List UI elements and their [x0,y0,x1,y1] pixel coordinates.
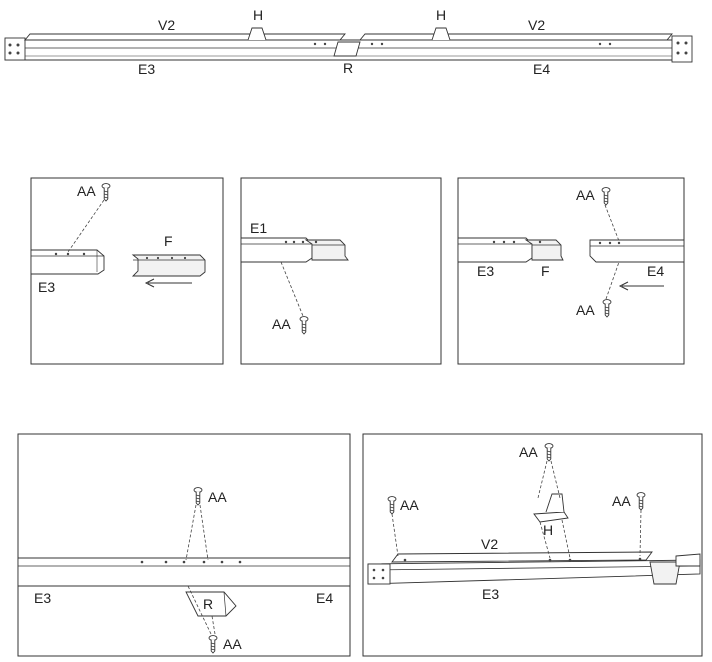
step3-label-f: F [541,263,550,279]
step3-label-aa-top: AA [576,187,595,203]
step5-label-aa-center: AA [519,444,538,460]
step5-label-v2: V2 [481,536,498,552]
step4-joiner-r [185,591,237,617]
step4-label-e4: E4 [316,590,333,606]
step5-bracket-h [533,511,569,523]
overview-rail-right [359,33,673,41]
overview-label-h-left: H [253,7,263,23]
step3-label-e3: E3 [477,263,494,279]
step3-beam-e4 [589,239,685,263]
step1-panel: AA F E3 [30,177,224,365]
overview-label-e4: E4 [533,61,550,77]
step4-label-e3: E3 [34,590,51,606]
step3-label-e4: E4 [647,263,664,279]
overview-label-r: R [343,60,353,76]
step5-label-aa-left: AA [400,497,419,513]
step2-label-aa: AA [272,316,291,332]
step3-insert-f [524,239,564,261]
overview-label-v2-right: V2 [528,17,545,33]
step1-label-aa: AA [77,183,96,199]
step4-label-aa-top: AA [208,489,227,505]
step2-beam-e1 [240,237,313,263]
step5-label-e3: E3 [482,586,499,602]
overview-label-h-right: H [436,7,446,23]
step3-label-aa-bottom: AA [576,302,595,318]
step5-label-h: H [543,522,553,538]
step2-label-e1: E1 [250,220,267,236]
step1-insert-f [131,254,206,277]
overview-rail-left [24,33,346,41]
step4-panel: AA E3 R E4 AA [17,433,351,657]
step3-direction-arrow [618,281,664,291]
overview-label-v2-left: V2 [158,17,175,33]
step4-label-aa-bottom: AA [223,636,242,652]
overview-bracket-h-left [247,27,267,41]
step5-panel: AA H AA AA V2 E3 [362,433,703,657]
overview-joiner-r [333,41,361,57]
step1-direction-arrow [144,278,192,288]
overview-bracket-h-right [431,27,451,41]
step2-panel: E1 AA [240,177,442,365]
step1-label-e3: E3 [38,279,55,295]
overview-label-e3: E3 [138,61,155,77]
step2-insert [304,239,349,261]
step5-rail-v2 [391,551,653,563]
step5-label-aa-right: AA [612,493,631,509]
step1-label-f: F [164,233,173,249]
step3-panel: AA E3 F E4 AA [457,177,685,365]
step4-beam [17,557,351,587]
step4-label-r: R [203,596,213,612]
overview-assembly: V2 H H V2 E3 R E4 [4,7,693,77]
